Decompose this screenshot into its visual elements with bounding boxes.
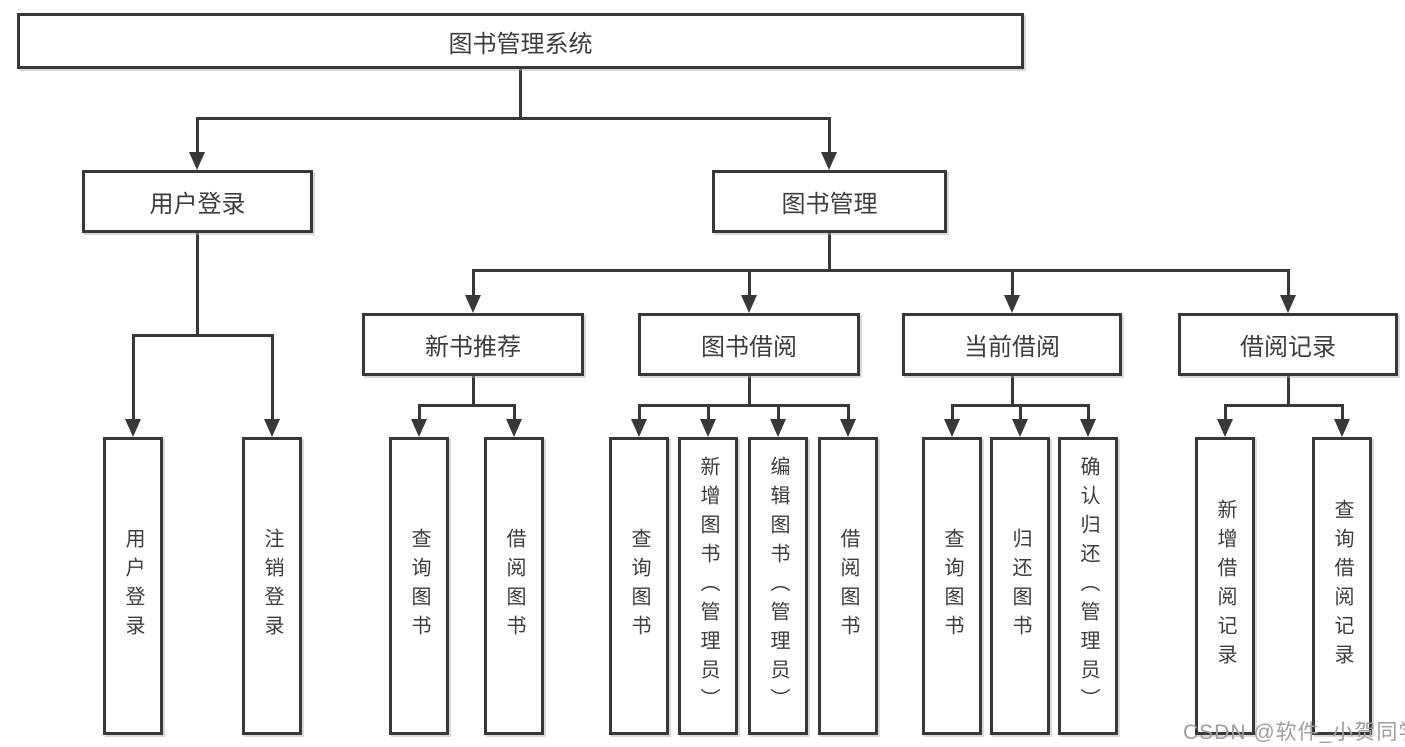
arrow-down-icon [821, 152, 837, 170]
connector-line [132, 334, 274, 337]
connector-line [196, 119, 199, 157]
connector-line [271, 336, 274, 424]
connector-line [828, 119, 831, 157]
connector-line [132, 336, 135, 424]
arrow-down-icon [700, 419, 716, 437]
connector-line [1287, 376, 1290, 406]
leaf-query-books-borrow: 查询图书 [609, 437, 669, 735]
arrow-down-icon [1334, 419, 1350, 437]
leaf-query-borrow-record: 查询借阅记录 [1312, 437, 1372, 735]
connector-line [196, 233, 199, 336]
connector-line [951, 406, 954, 424]
leaf-logout: 注销登录 [242, 437, 302, 735]
leaf-borrow-books-recommend: 借阅图书 [484, 437, 544, 735]
connector-line [847, 406, 850, 424]
connector-line [828, 233, 831, 271]
connector-line [1224, 406, 1227, 424]
csdn-watermark: CSDN @软件_小贺同学 [1183, 721, 1405, 744]
node-borrow-records: 借阅记录 [1178, 313, 1398, 376]
arrow-down-icon [189, 152, 205, 170]
leaf-borrow-books-recommend-label: 借阅图书 [503, 528, 525, 644]
arrow-down-icon [770, 419, 786, 437]
node-user-login: 用户登录 [82, 170, 313, 233]
leaf-confirm-return-admin: 确认归还（管理员） [1058, 437, 1118, 735]
leaf-query-borrow-record-label: 查询借阅记录 [1331, 499, 1353, 673]
arrow-down-icon [1280, 295, 1296, 313]
connector-line [418, 406, 421, 424]
connector-line [1011, 271, 1014, 299]
connector-line [638, 404, 850, 407]
connector-line [777, 406, 780, 424]
arrow-down-icon [1004, 295, 1020, 313]
connector-line [1341, 406, 1344, 424]
arrow-down-icon [125, 419, 141, 437]
arrow-down-icon [741, 295, 757, 313]
connector-line [1287, 271, 1290, 299]
connector-line [513, 406, 516, 424]
leaf-add-books-admin-label: 新增图书（管理员） [697, 455, 719, 717]
leaf-return-books-label: 归还图书 [1009, 528, 1031, 644]
node-book-borrow: 图书借阅 [638, 313, 860, 376]
connector-line [472, 271, 475, 299]
node-user-login-label: 用户登录 [149, 191, 246, 218]
node-book-management-label: 图书管理 [781, 191, 878, 218]
leaf-borrow-books: 借阅图书 [818, 437, 878, 735]
connector-line [707, 406, 710, 424]
leaf-user-login: 用户登录 [103, 437, 163, 735]
node-new-book-recommend: 新书推荐 [362, 313, 584, 376]
connector-line [519, 69, 522, 119]
leaf-edit-books-admin: 编辑图书（管理员） [748, 437, 808, 735]
leaf-query-books-current-label: 查询图书 [941, 528, 963, 644]
leaf-add-books-admin: 新增图书（管理员） [678, 437, 738, 735]
leaf-query-books-borrow-label: 查询图书 [628, 528, 650, 644]
arrow-down-icon [631, 419, 647, 437]
node-new-book-recommend-label: 新书推荐 [425, 334, 521, 361]
connector-line [748, 271, 751, 299]
leaf-query-books-current: 查询图书 [922, 437, 982, 735]
connector-line [196, 117, 831, 120]
node-book-borrow-label: 图书借阅 [701, 334, 797, 361]
arrow-down-icon [1080, 419, 1096, 437]
leaf-borrow-books-label: 借阅图书 [837, 528, 859, 644]
connector-line [472, 376, 475, 406]
leaf-return-books: 归还图书 [990, 437, 1050, 735]
connector-line [748, 376, 751, 406]
connector-line [638, 406, 641, 424]
connector-line [951, 404, 1090, 407]
connector-line [1011, 376, 1014, 406]
arrow-down-icon [465, 295, 481, 313]
arrow-down-icon [1012, 419, 1028, 437]
arrow-down-icon [506, 419, 522, 437]
leaf-logout-label: 注销登录 [261, 528, 283, 644]
leaf-query-books-recommend-label: 查询图书 [408, 528, 430, 644]
node-current-borrow: 当前借阅 [902, 313, 1122, 376]
leaf-confirm-return-admin-label: 确认归还（管理员） [1077, 455, 1099, 717]
connector-line [1224, 404, 1344, 407]
node-root-label: 图书管理系统 [448, 30, 593, 58]
node-root-system: 图书管理系统 [17, 13, 1024, 69]
node-book-management: 图书管理 [712, 170, 947, 233]
arrow-down-icon [1217, 419, 1233, 437]
connector-line [1019, 406, 1022, 424]
leaf-add-borrow-record: 新增借阅记录 [1195, 437, 1255, 735]
node-borrow-records-label: 借阅记录 [1240, 334, 1336, 361]
connector-line [1087, 406, 1090, 424]
leaf-user-login-label: 用户登录 [122, 528, 144, 644]
leaf-add-borrow-record-label: 新增借阅记录 [1214, 499, 1236, 673]
node-current-borrow-label: 当前借阅 [964, 334, 1060, 361]
arrow-down-icon [944, 419, 960, 437]
arrow-down-icon [411, 419, 427, 437]
connector-line [418, 404, 516, 407]
leaf-edit-books-admin-label: 编辑图书（管理员） [767, 455, 789, 717]
leaf-query-books-recommend: 查询图书 [389, 437, 449, 735]
connector-line [472, 269, 1290, 272]
arrow-down-icon [264, 419, 280, 437]
arrow-down-icon [840, 419, 856, 437]
